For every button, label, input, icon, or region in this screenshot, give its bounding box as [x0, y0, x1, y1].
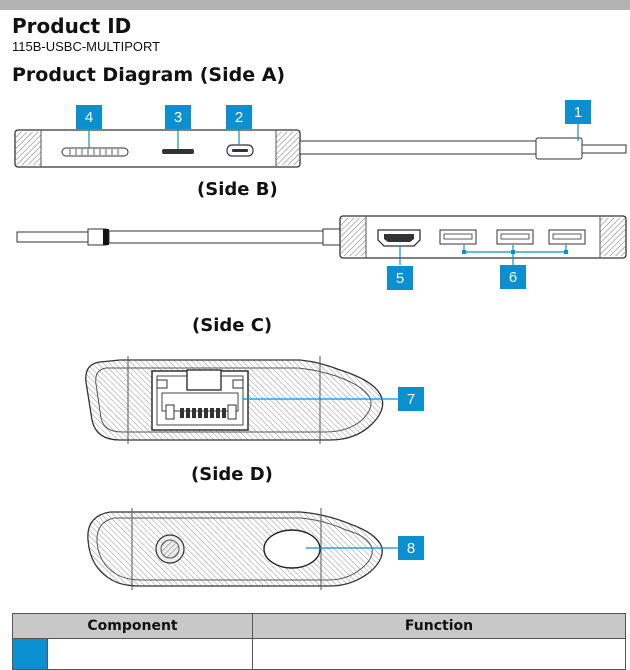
- table-header-row: Component Function: [12, 613, 626, 639]
- function-column-header: Function: [252, 613, 626, 639]
- top-bar: [0, 0, 630, 10]
- side-a-device: [14, 129, 627, 168]
- component-cell: [47, 638, 253, 670]
- side-b-label: (Side B): [197, 179, 278, 200]
- diagram-heading-side-a: Product Diagram (Side A): [12, 64, 286, 86]
- product-sku: 115B-USBC-MULTIPORT: [12, 39, 161, 54]
- product-id-title: Product ID: [12, 14, 132, 38]
- callout-1: 1: [565, 100, 591, 124]
- callout-3: 3: [165, 105, 191, 129]
- side-c-device: [85, 356, 384, 444]
- side-d-label: (Side D): [191, 464, 273, 485]
- product-diagram: [14, 124, 627, 590]
- row-number-cell: [12, 638, 48, 670]
- callout-6: 6: [500, 265, 526, 289]
- side-d-device: [87, 508, 383, 590]
- callout-8: 8: [398, 536, 424, 560]
- callout-2: 2: [226, 105, 252, 129]
- component-table: Component Function: [12, 613, 626, 670]
- callout-7: 7: [398, 387, 424, 411]
- side-b-device: [16, 215, 627, 259]
- side-c-label: (Side C): [192, 315, 273, 336]
- callout-5: 5: [387, 266, 413, 290]
- component-column-header: Component: [12, 613, 253, 639]
- table-row: [12, 638, 626, 670]
- function-cell: [252, 638, 626, 670]
- callout-4: 4: [76, 105, 102, 129]
